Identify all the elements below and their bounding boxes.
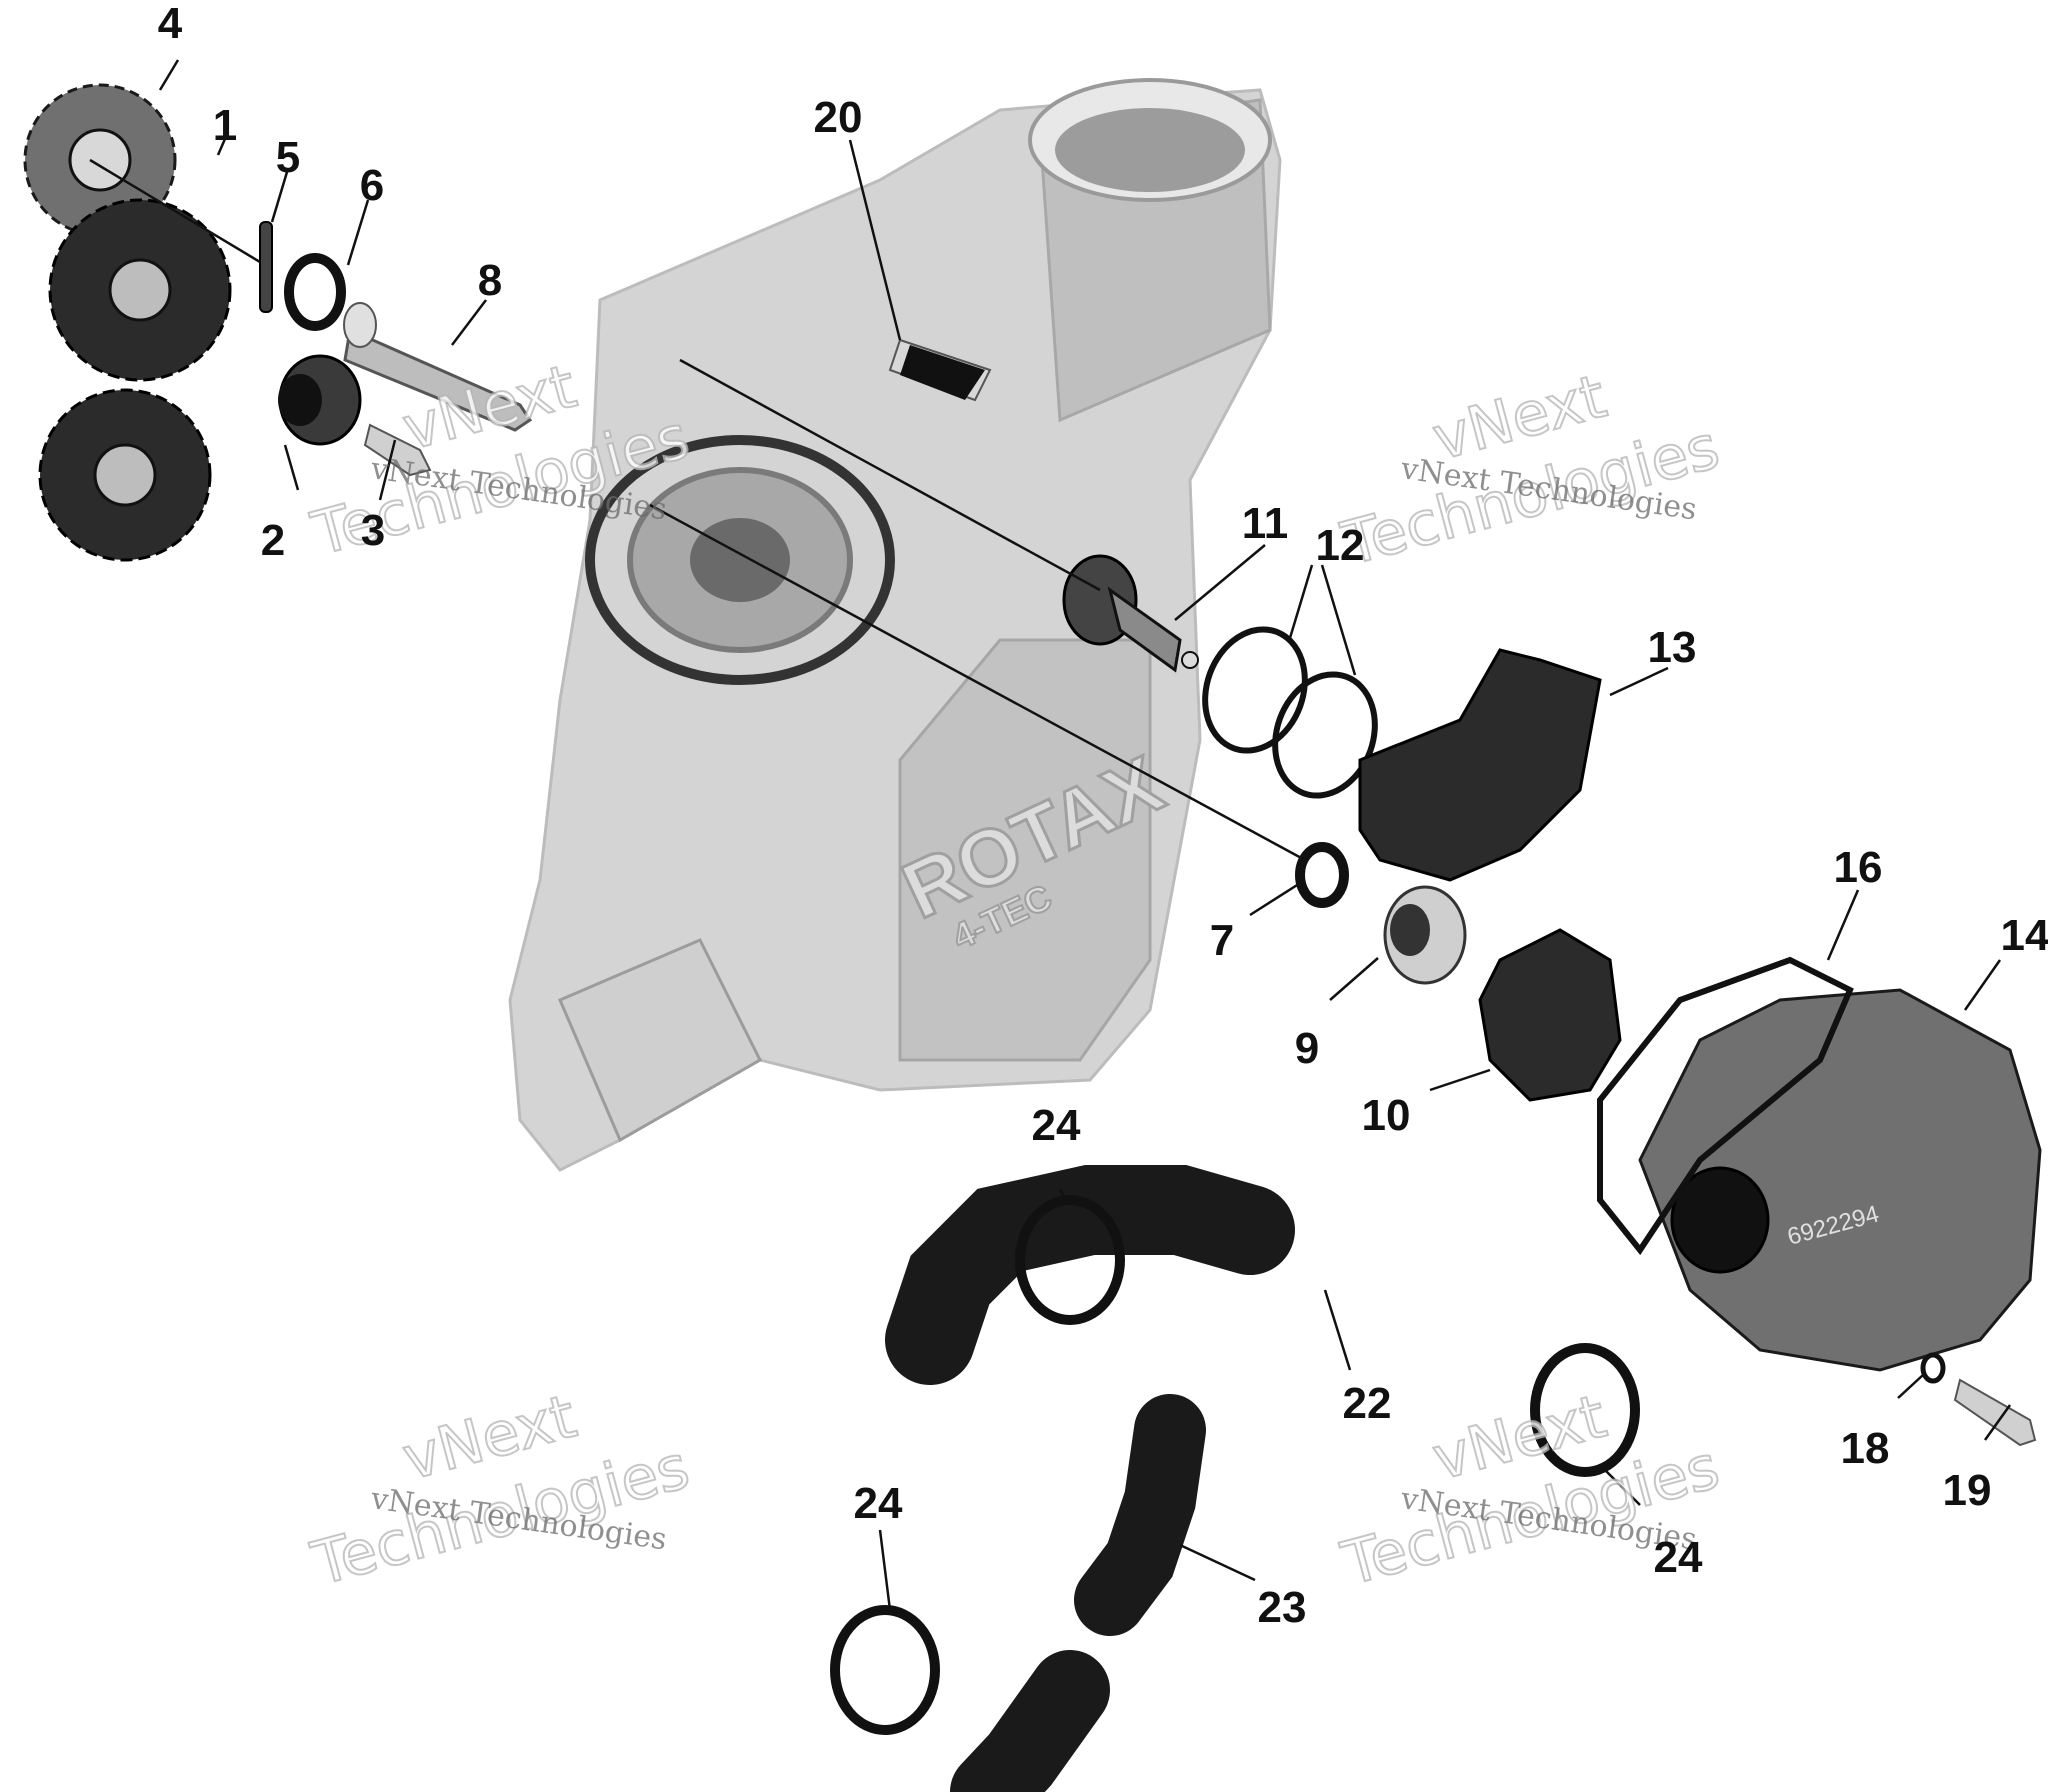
callout-13: 13 [1648,623,1697,672]
callout-16: 16 [1834,843,1883,892]
bearing-part-9 [1383,885,1467,985]
engine-housing: ROTAX 4-TEC [508,78,1282,1172]
clamp-part-24b [1530,1343,1640,1477]
hose-part-23 [1074,1394,1206,1636]
callout-22: 22 [1343,1379,1392,1428]
callout-24b: 24 [1654,1533,1703,1582]
callout-24a: 24 [1032,1101,1081,1150]
thermostat-part-11 [1062,554,1199,673]
hose-part-22 [885,1165,1295,1385]
gear-assembly [23,83,232,562]
callout-20: 20 [814,93,863,142]
elbow-part-13 [1358,648,1602,882]
pin-part-5 [259,221,273,313]
leader-lines [89,59,2012,1611]
impeller-part-10 [1478,928,1622,1102]
seal-part-7 [1295,842,1349,908]
callout-3: 3 [361,506,385,555]
ring-part-18 [1920,1352,1946,1384]
shaft-part-8 [343,302,533,432]
screw-part-3 [363,423,432,477]
callout-labels: 4 1 5 6 8 2 3 20 11 12 13 16 14 7 9 10 2… [158,0,2048,1632]
callout-7: 7 [1210,916,1234,965]
callout-12: 12 [1316,521,1365,570]
callout-14: 14 [2001,911,2048,960]
washer-part-6 [284,253,346,331]
callout-2: 2 [261,516,285,565]
callout-23: 23 [1258,1583,1307,1632]
callout-10: 10 [1362,1091,1411,1140]
callout-8: 8 [478,256,502,305]
callout-9: 9 [1295,1024,1319,1073]
callout-19: 19 [1943,1466,1992,1515]
water-pump-housing-part-14: 6922294 [1638,988,2042,1372]
hose-lower [950,1650,1110,1792]
callout-18: 18 [1841,1424,1890,1473]
callout-11: 11 [1242,499,1289,548]
callout-5: 5 [276,133,300,182]
bolt-part-19 [1953,1378,2037,1447]
callout-6: 6 [360,161,384,210]
gasket-part-16 [1597,956,1854,1256]
o-ring-part-12b [1272,671,1378,799]
sensor-part-20 [888,338,992,402]
callout-4: 4 [158,0,183,48]
clamp-part-24c [830,1605,940,1735]
clamp-part-24a [1015,1195,1125,1325]
bushing-part-2 [278,354,362,446]
callout-24c: 24 [854,1479,903,1528]
callout-1: 1 [213,101,237,150]
o-ring-part-12a [1202,626,1308,754]
